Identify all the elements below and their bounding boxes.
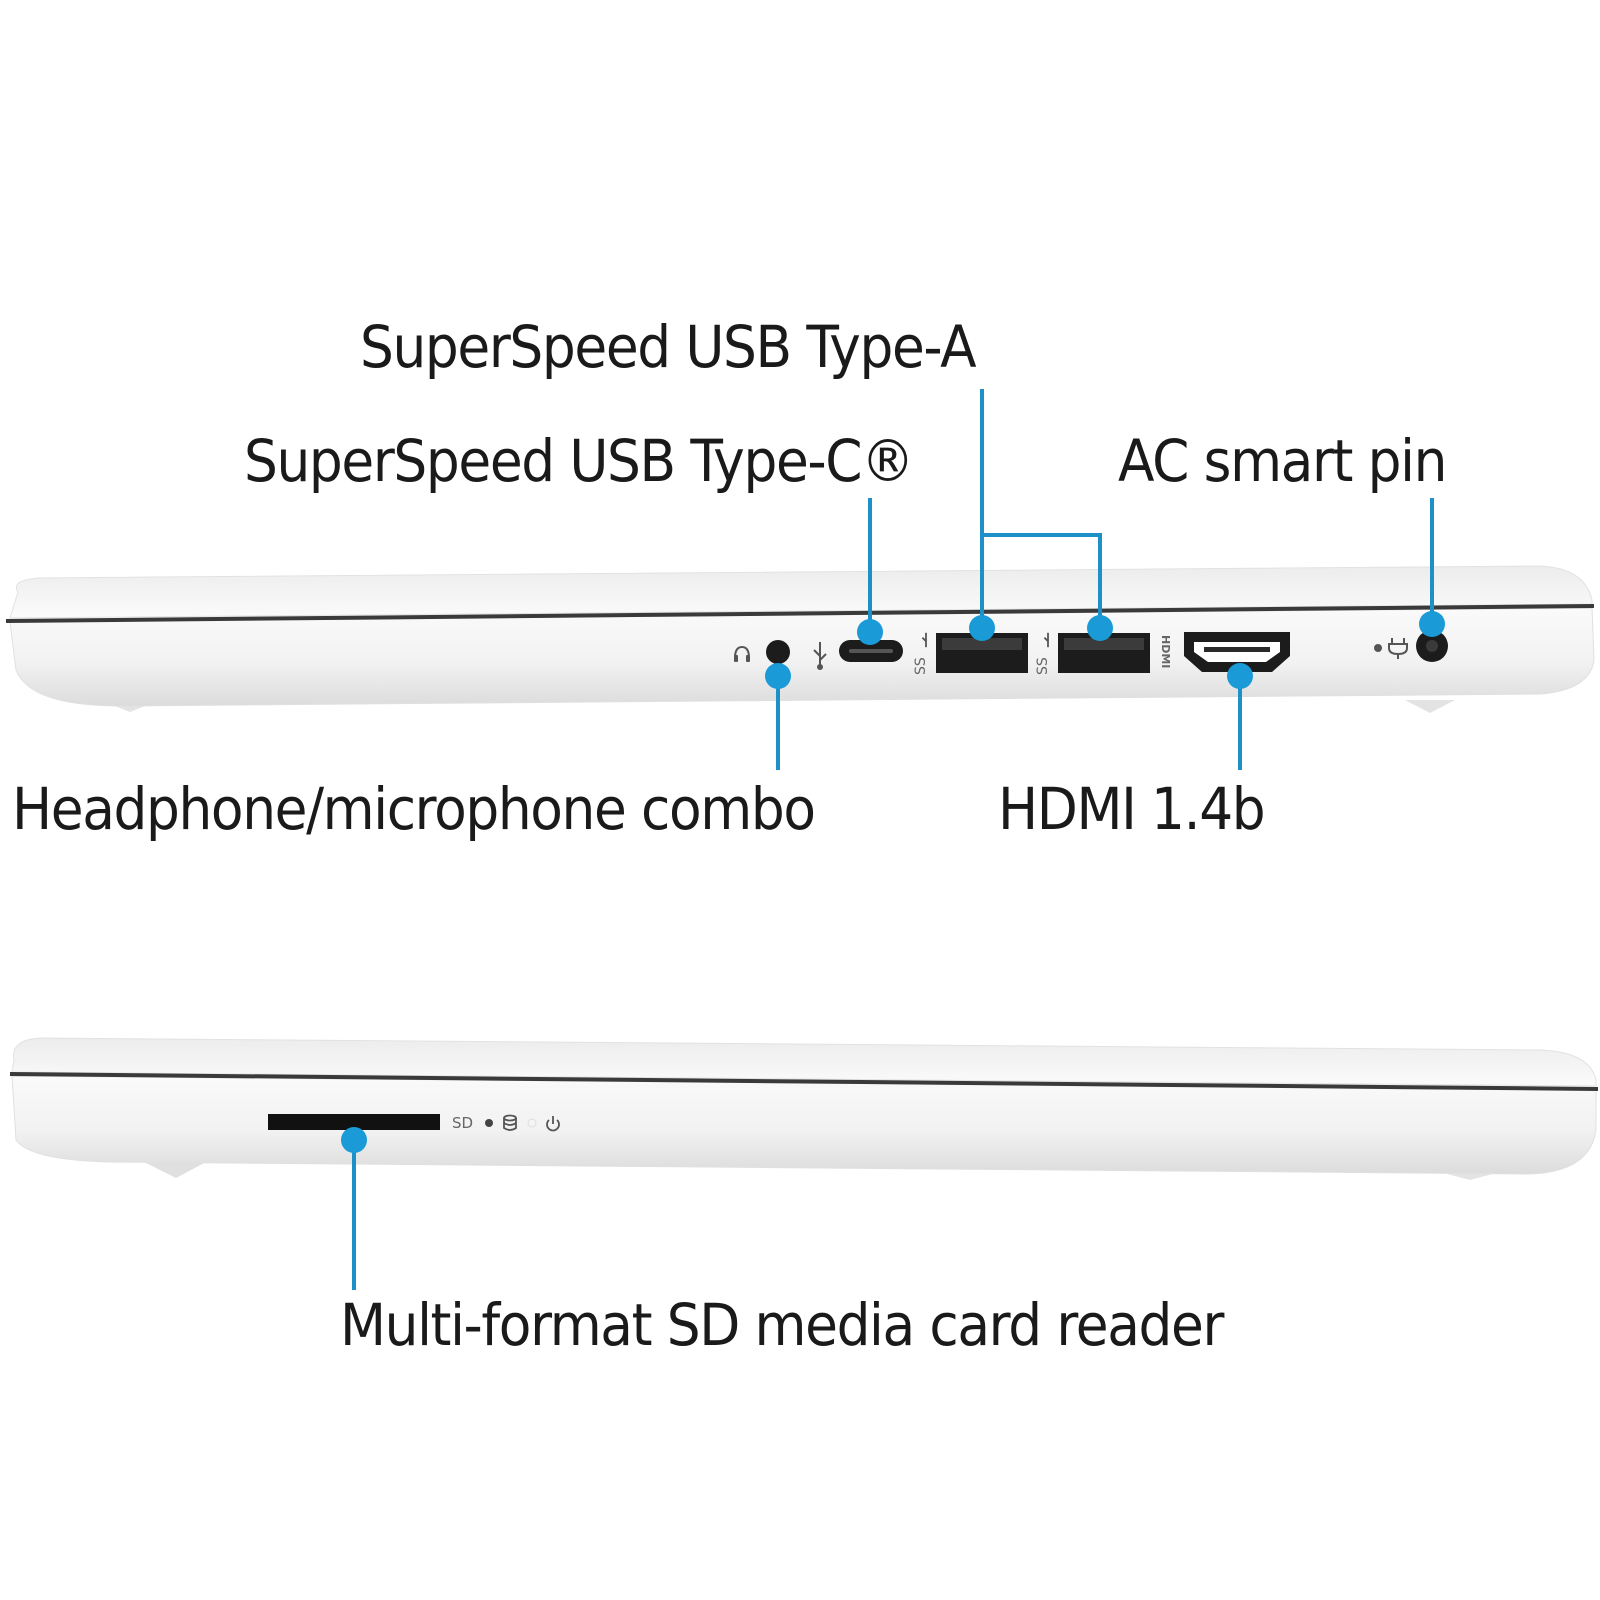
- usb-c-tongue: [849, 649, 893, 653]
- callout-dot-usb-c: [857, 619, 883, 645]
- callout-dot-usb-a-2: [1087, 615, 1113, 641]
- sd-mark: SD: [452, 1114, 473, 1132]
- usb-icon: [921, 632, 927, 648]
- hdmi-logo-mark: HDMI: [1159, 635, 1172, 668]
- hdmi-tongue: [1204, 647, 1270, 652]
- laptop-lid: [11, 1037, 1597, 1087]
- superspeed-mark: SS: [913, 657, 929, 675]
- callout-dot-ac-pin: [1419, 611, 1445, 637]
- callout-dot-usb-a-1: [969, 615, 995, 641]
- headphone-icon: [734, 645, 750, 662]
- usb-a-tongue: [942, 638, 1022, 650]
- callout-lines: [352, 389, 1434, 1290]
- laptop-base: [9, 607, 1595, 707]
- callout-label-ac-smart-pin: AC smart pin: [1118, 427, 1447, 495]
- usb-icon: [813, 642, 827, 670]
- foot: [140, 1160, 210, 1178]
- callout-dot-sd: [341, 1127, 367, 1153]
- callout-dots: [341, 611, 1445, 1153]
- hinge-seam: [9, 1072, 1599, 1091]
- callout-label-audio-combo: Headphone/microphone combo: [12, 775, 816, 843]
- activity-led: [485, 1119, 493, 1127]
- storage-icon: [503, 1114, 517, 1131]
- usb-icon: [1043, 632, 1049, 648]
- usb-a-tongue: [1064, 638, 1144, 650]
- power-led: [527, 1118, 537, 1128]
- callout-label-usb-type-c: SuperSpeed USB Type-C®: [244, 427, 915, 495]
- callout-label-sd-reader: Multi-format SD media card reader: [340, 1291, 1224, 1359]
- power-plug-icon: [1388, 638, 1408, 659]
- callout-label-usb-type-a: SuperSpeed USB Type-A: [360, 313, 977, 381]
- callout-dot-hdmi: [1227, 663, 1253, 689]
- laptop-left-side: SS SS HDMI: [5, 565, 1595, 713]
- laptop-lid: [9, 565, 1593, 619]
- laptop-right-side: SD: [9, 1037, 1599, 1180]
- power-icon: [546, 1116, 560, 1132]
- hinge-seam: [5, 604, 1595, 623]
- callout-line-usb-a-branch: [982, 533, 1102, 628]
- ac-pin-center: [1426, 640, 1438, 652]
- audio-jack: [766, 640, 790, 664]
- charge-led: [1374, 644, 1382, 652]
- callout-label-hdmi: HDMI 1.4b: [998, 775, 1266, 843]
- laptop-base: [11, 1075, 1597, 1175]
- superspeed-mark: SS: [1035, 657, 1051, 675]
- callout-dot-audio: [765, 663, 791, 689]
- foot: [1405, 700, 1455, 713]
- sd-card-slot: [268, 1114, 440, 1130]
